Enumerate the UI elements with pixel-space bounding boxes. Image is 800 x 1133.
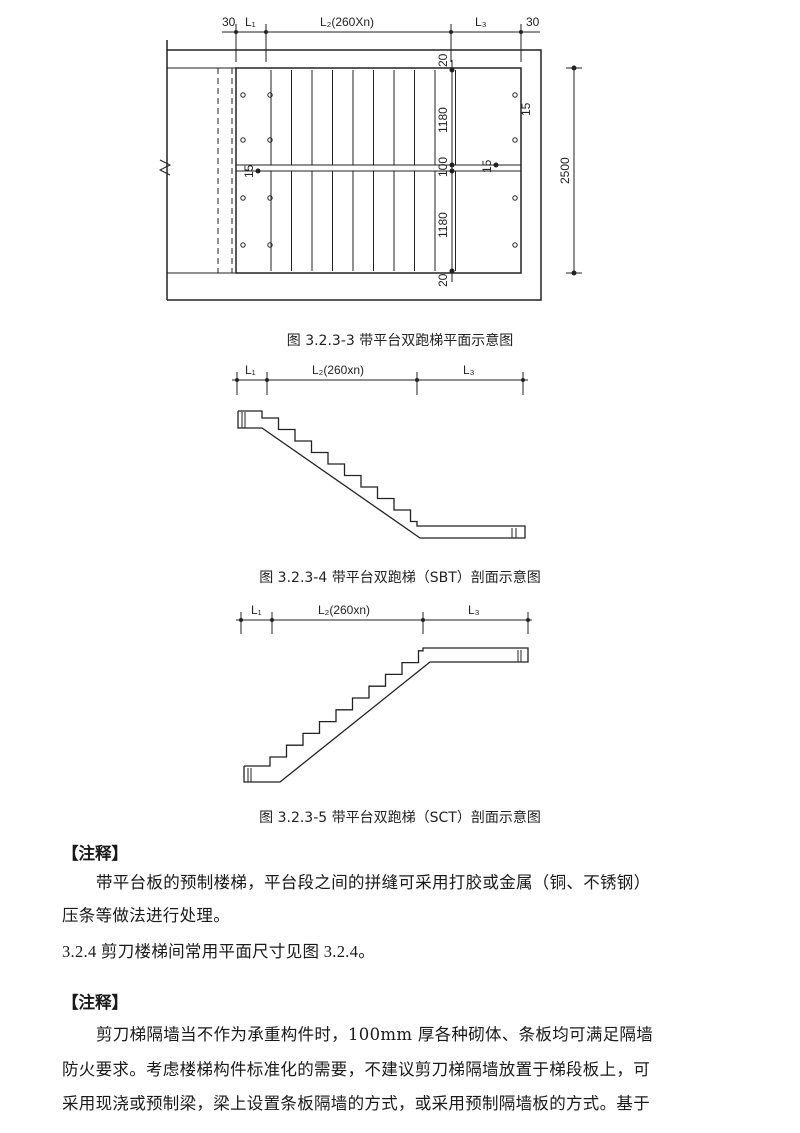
- note2-heading: 【注释】: [62, 993, 128, 1012]
- dim-30-right: 30: [526, 15, 540, 29]
- figure3-caption: 图 3.2.3-5 带平台双跑梯（SCT）剖面示意图: [259, 810, 541, 826]
- note1-heading: 【注释】: [62, 844, 128, 863]
- sct-dim-l2: L₂(260xn): [318, 603, 370, 617]
- sct-section-drawing: L₁ L₂(260xn) L₃: [236, 603, 532, 783]
- dim-15-mid: 15: [480, 159, 494, 173]
- sbt-section-drawing: L₁ L₂(260xn) L₃: [232, 363, 528, 539]
- stair-plan-drawing: 30 L₁ L₂(260Xn) L₃ 30 20 1180 100 1180 2…: [158, 15, 582, 301]
- note2-line1: 剪刀梯隔墙当不作为承重构件时，100mm 厚各种砌体、条板均可满足隔墙: [96, 1025, 654, 1044]
- figure2-caption: 图 3.2.3-4 带平台双跑梯（SBT）剖面示意图: [259, 570, 541, 586]
- sbt-dim-l1: L₁: [245, 363, 256, 377]
- dim-2500: 2500: [558, 157, 572, 184]
- dim-15-right: 15: [519, 102, 533, 116]
- sbt-dim-l3: L₃: [463, 363, 475, 377]
- sct-dim-l1: L₁: [251, 603, 262, 617]
- figure1-caption: 图 3.2.3-3 带平台双跑梯平面示意图: [286, 333, 514, 349]
- dim-20-bottom: 20: [436, 273, 450, 287]
- dim-20-top: 20: [436, 53, 450, 67]
- dim-30-left: 30: [222, 15, 236, 29]
- dim-1180-upper: 1180: [436, 107, 450, 133]
- sbt-dim-l2: L₂(260xn): [312, 363, 364, 377]
- dim-1180-lower: 1180: [436, 212, 450, 238]
- note1-line2: 压条等做法进行处理。: [62, 906, 230, 925]
- dim-100: 100: [436, 157, 450, 177]
- section-3-2-4: 3.2.4 剪刀楼梯间常用平面尺寸见图 3.2.4。: [62, 942, 376, 961]
- dim-l3: L₃: [475, 15, 487, 29]
- dim-l1: L₁: [245, 15, 256, 29]
- note1-line1: 带平台板的预制楼梯，平台段之间的拼缝可采用打胶或金属（铜、不锈钢）: [96, 873, 651, 892]
- note2-line3: 采用现浇或预制梁，梁上设置条板隔墙的方式，或采用预制隔墙板的方式。基于: [62, 1094, 650, 1113]
- sct-dim-l3: L₃: [468, 603, 480, 617]
- dim-l2: L₂(260Xn): [320, 15, 374, 29]
- note2-line2: 防火要求。考虑楼梯构件标准化的需要，不建议剪刀梯隔墙放置于梯段板上，可: [62, 1060, 650, 1079]
- dim-15-left: 15: [242, 164, 256, 178]
